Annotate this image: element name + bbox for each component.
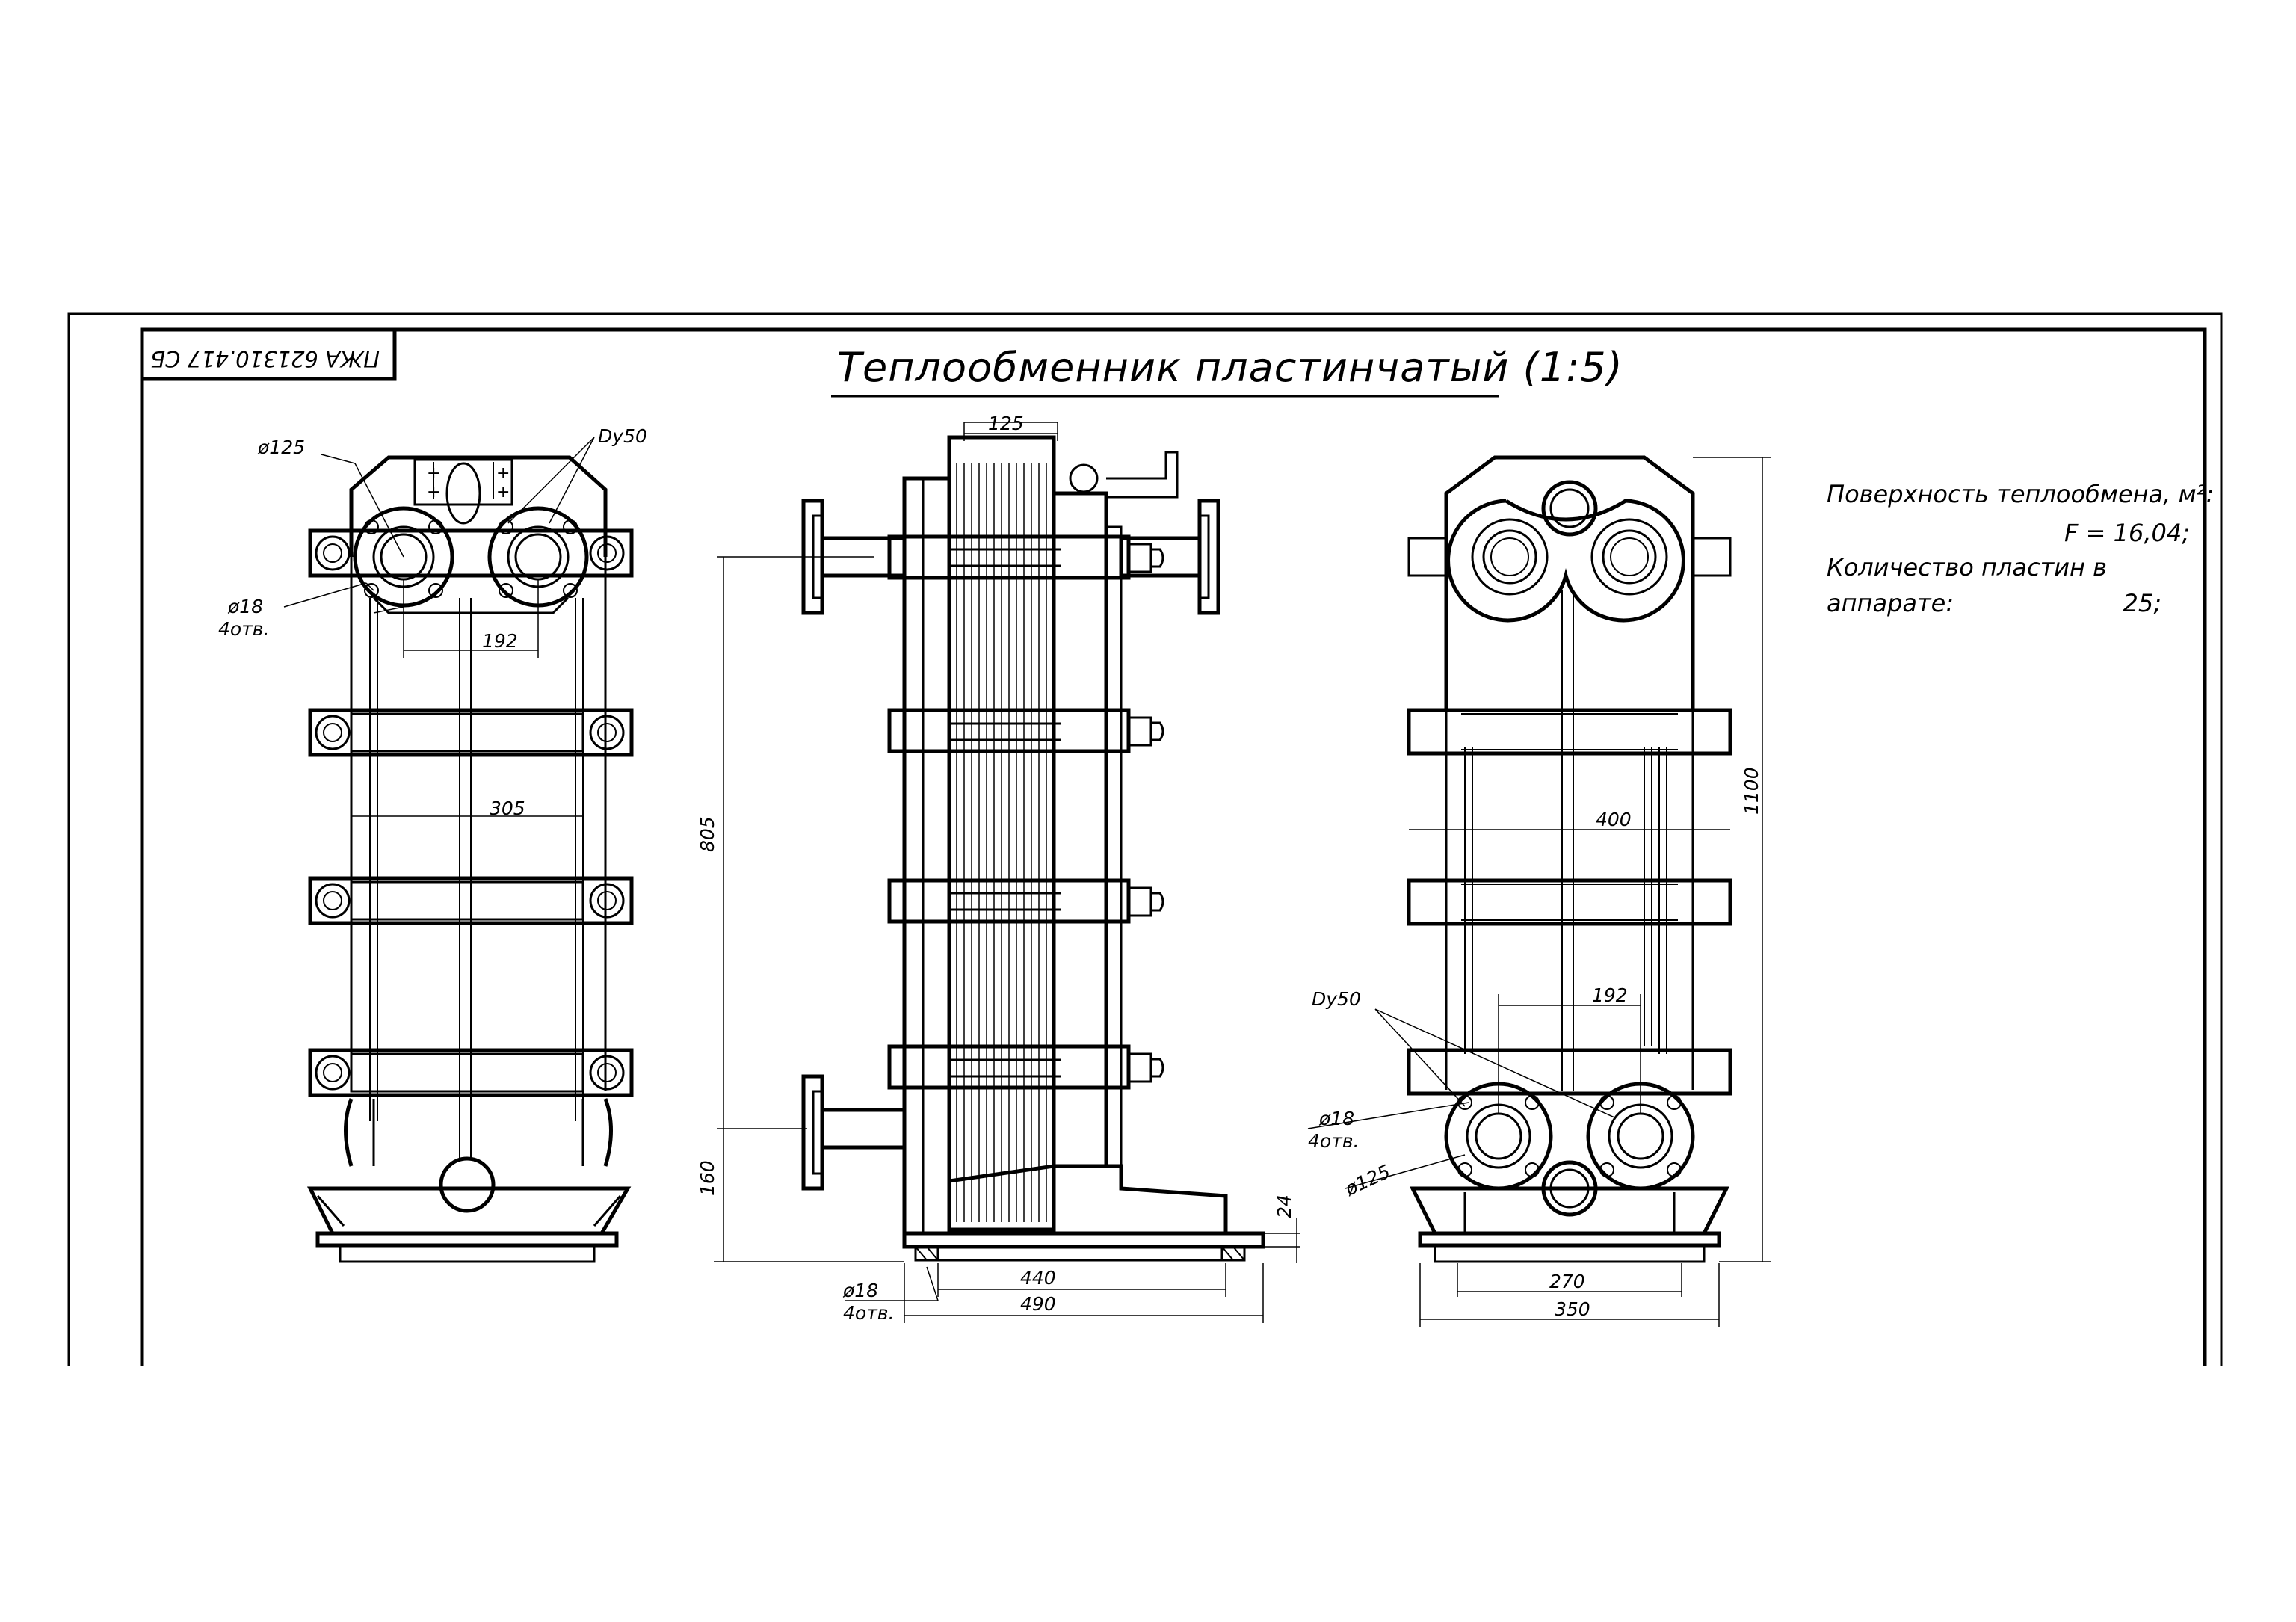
side-d18-label: ø18 — [842, 1280, 878, 1301]
rear-d18-label: ø18 — [1318, 1108, 1354, 1129]
side-dim-24: 24 — [1274, 1194, 1295, 1218]
svg-text:+: + — [496, 464, 510, 483]
drawing-title: Теплообменник пластинчатый (1:5) — [837, 344, 1623, 391]
rear-d125-label: ø125 — [1341, 1161, 1393, 1200]
svg-text:+: + — [427, 464, 440, 483]
surface-label: Поверхность теплообмена, м²: — [1827, 480, 2214, 508]
side-holes-label: 4отв. — [843, 1302, 894, 1324]
side-dim-805: 805 — [697, 816, 718, 852]
side-dim-125: 125 — [988, 413, 1024, 434]
plate-pack-lines — [956, 463, 1047, 1222]
svg-text:+: + — [496, 483, 510, 502]
surface-value: F = 16,04; — [2064, 519, 2190, 547]
front-dim-305: 305 — [490, 798, 525, 819]
side-dim-440: 440 — [1020, 1267, 1056, 1289]
rear-holes-label: 4отв. — [1308, 1130, 1359, 1152]
sheet-frame — [67, 312, 2223, 1366]
front-view: + + + + — [283, 437, 634, 1263]
rear-dim-270: 270 — [1549, 1271, 1585, 1292]
rear-view — [1307, 455, 1771, 1327]
rear-dim-1100: 1100 — [1741, 767, 1762, 815]
front-d18-label: ø18 — [227, 596, 263, 617]
side-view — [714, 422, 1300, 1323]
rear-dim-350: 350 — [1555, 1298, 1590, 1320]
front-holes-label: 4отв. — [218, 618, 269, 640]
front-d125-label: ø125 — [257, 437, 305, 458]
front-dy50-label: Dy50 — [598, 425, 647, 447]
side-dim-160: 160 — [697, 1160, 718, 1196]
side-dim-490: 490 — [1020, 1293, 1056, 1315]
plates-label-2: аппарате: — [1827, 589, 1954, 617]
drawing-title-group: Теплообменник пластинчатый (1:5) — [831, 344, 1623, 398]
front-dim-192: 192 — [482, 630, 518, 652]
rear-dy50-label: Dy50 — [1312, 988, 1361, 1010]
svg-text:+: + — [427, 483, 440, 502]
rear-dim-192: 192 — [1592, 984, 1628, 1006]
plates-value: 25; — [2123, 589, 2162, 617]
specification-block: Поверхность теплообмена, м²: F = 16,04; … — [1827, 480, 2214, 617]
plates-label-1: Количество пластин в — [1827, 553, 2107, 582]
stamp-code: ПЖА 621310.417 СБ — [150, 346, 380, 371]
rear-dim-400: 400 — [1596, 809, 1632, 830]
